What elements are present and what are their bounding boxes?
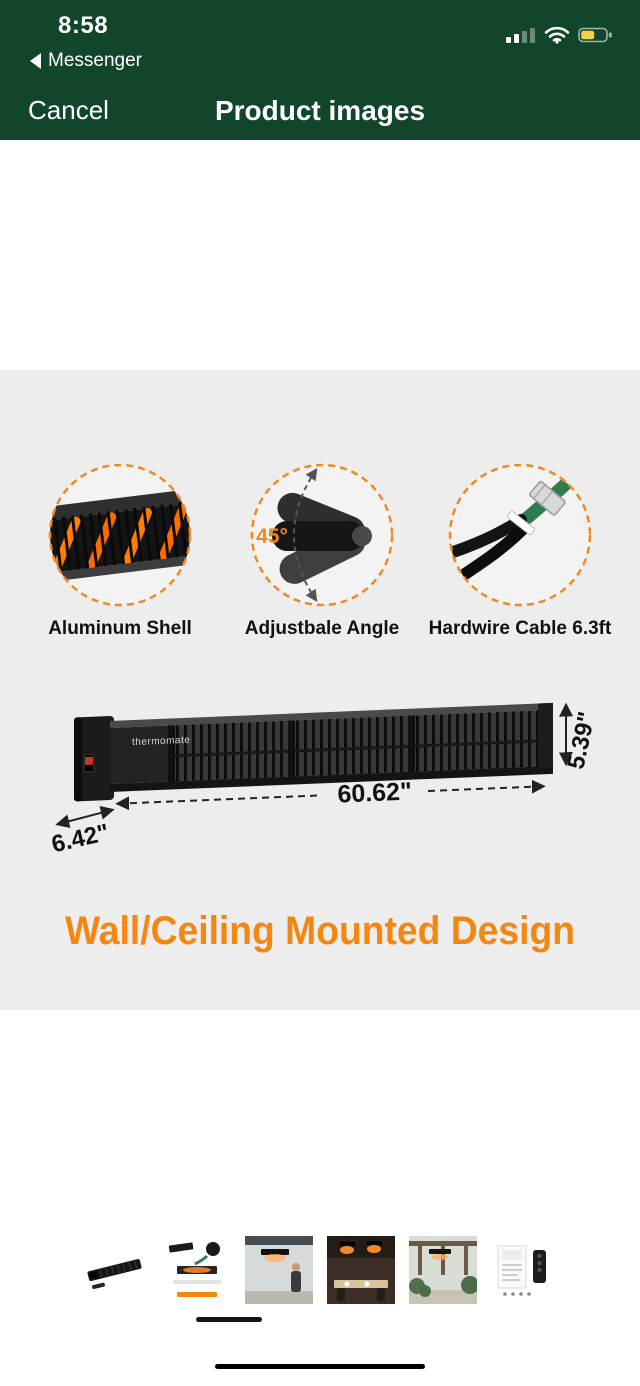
status-time: 8:58	[58, 12, 109, 39]
thumbnail-patio-scene[interactable]	[409, 1236, 477, 1304]
home-indicator[interactable]	[215, 1364, 425, 1369]
thumbnail-features-collage-image	[163, 1236, 231, 1304]
thumbnail-heater-product[interactable]	[81, 1236, 149, 1304]
feature-label-hardwire-cable: Hardwire Cable 6.3ft	[429, 618, 612, 639]
feature-aluminum-shell-illustration	[48, 463, 192, 607]
cellular-signal-icon	[506, 28, 535, 43]
dimension-height: 5.39"	[562, 709, 600, 771]
back-app-label: Messenger	[48, 50, 142, 71]
product-infographic: 45°	[48, 463, 612, 953]
dimension-length: 60.62"	[337, 777, 413, 808]
thumbnail-restaurant-scene-image	[327, 1236, 395, 1304]
nav-bar: Cancel Product images	[0, 85, 640, 140]
feature-adjustable-angle-illustration: 45°	[250, 463, 394, 607]
cancel-button[interactable]: Cancel	[28, 95, 109, 125]
feature-label-aluminum-shell: Aluminum Shell	[48, 618, 192, 639]
thumbnail-strip	[0, 1236, 640, 1304]
thumbnail-package-contents[interactable]	[491, 1236, 559, 1304]
thumbnail-heater-product-image	[81, 1236, 149, 1304]
thumbnail-patio-scene-image	[409, 1236, 477, 1304]
caption-wall-ceiling-mounted: Wall/Ceiling Mounted Design	[65, 909, 575, 953]
back-to-messenger-button[interactable]: Messenger	[30, 50, 142, 72]
brand-label: thermomate	[132, 735, 190, 748]
thumbnail-wall-mount-scene[interactable]	[245, 1236, 313, 1304]
feature-label-adjustable-angle: Adjustbale Angle	[245, 618, 399, 639]
feature-hardwire-cable-illustration	[448, 463, 592, 607]
thumbnail-scrollbar[interactable]	[196, 1317, 262, 1322]
product-image-viewer[interactable]: 45°	[0, 370, 640, 1010]
thumbnail-wall-mount-scene-image	[245, 1236, 313, 1304]
back-chevron-icon	[30, 53, 41, 69]
thumbnail-restaurant-scene[interactable]	[327, 1236, 395, 1304]
wifi-icon	[544, 26, 570, 44]
page-title: Product images	[214, 95, 426, 126]
thumbnail-package-contents-image	[491, 1236, 559, 1304]
header: 8:58 Messenger	[0, 0, 640, 140]
status-icons	[506, 26, 614, 44]
thumbnail-features-collage[interactable]	[163, 1236, 231, 1304]
battery-icon	[578, 27, 612, 43]
angle-badge: 45°	[256, 525, 288, 548]
heater-illustration: thermomate	[55, 702, 573, 829]
